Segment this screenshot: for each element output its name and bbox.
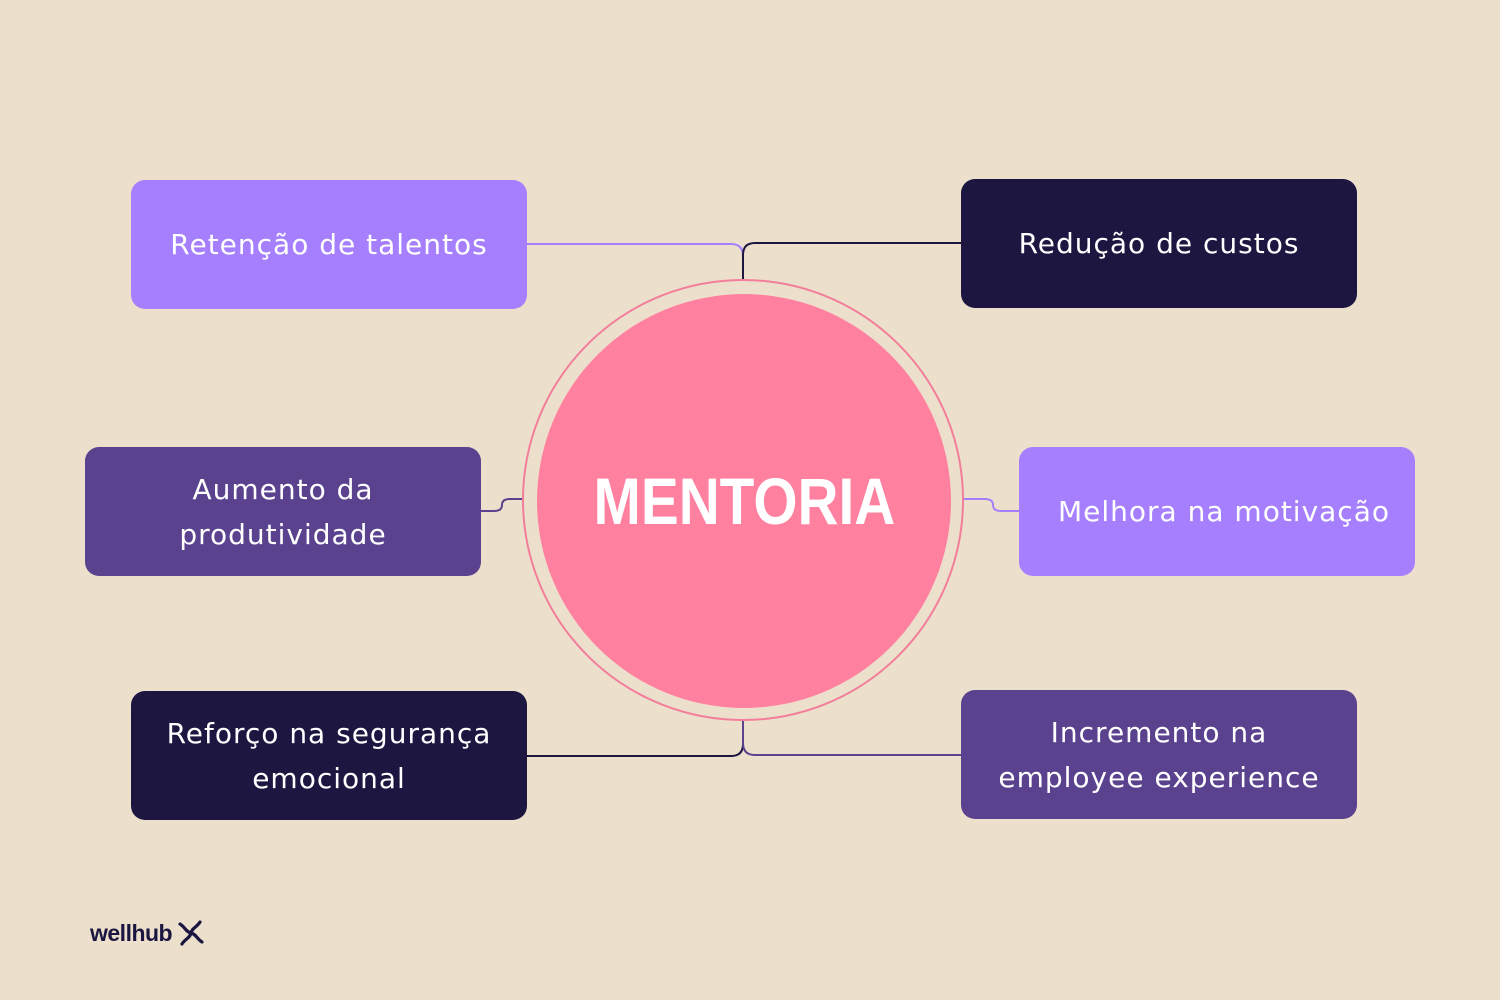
node-label: Aumento da produtividade: [179, 472, 387, 551]
node-aumento-da-produtividade: Aumento da produtividade: [85, 447, 481, 576]
node-label: Reforço na segurança emocional: [166, 716, 492, 795]
node-label: Redução de custos: [1018, 227, 1300, 260]
node-label: Retenção de talentos: [170, 228, 488, 261]
node-reforco-na-seguranca-emocional: Reforço na segurança emocional: [131, 691, 527, 820]
node-melhora-na-motivacao: Melhora na motivação: [1019, 447, 1415, 576]
brand-name: wellhub: [90, 919, 173, 946]
center-label: MENTORIA: [593, 464, 895, 538]
node-incremento-na-employee-experience: Incremento na employee experience: [961, 690, 1357, 819]
connector-retencao: [527, 243, 744, 279]
wellhub-pinwheel-icon: [178, 920, 204, 946]
connector-reforco: [527, 721, 744, 757]
node-label: Melhora na motivação: [1058, 495, 1390, 528]
connector-aumento: [481, 498, 522, 512]
center-node: MENTORIA: [537, 294, 951, 708]
brand-logo: wellhub: [90, 918, 206, 948]
node-reducao-de-custos: Redução de custos: [961, 179, 1357, 308]
node-label: Incremento na employee experience: [998, 715, 1320, 794]
connector-incremento: [742, 721, 961, 756]
connector-reducao: [742, 242, 961, 279]
node-retencao-de-talentos: Retenção de talentos: [131, 180, 527, 309]
connector-melhora: [964, 498, 1019, 512]
hub-ring: [522, 279, 964, 721]
